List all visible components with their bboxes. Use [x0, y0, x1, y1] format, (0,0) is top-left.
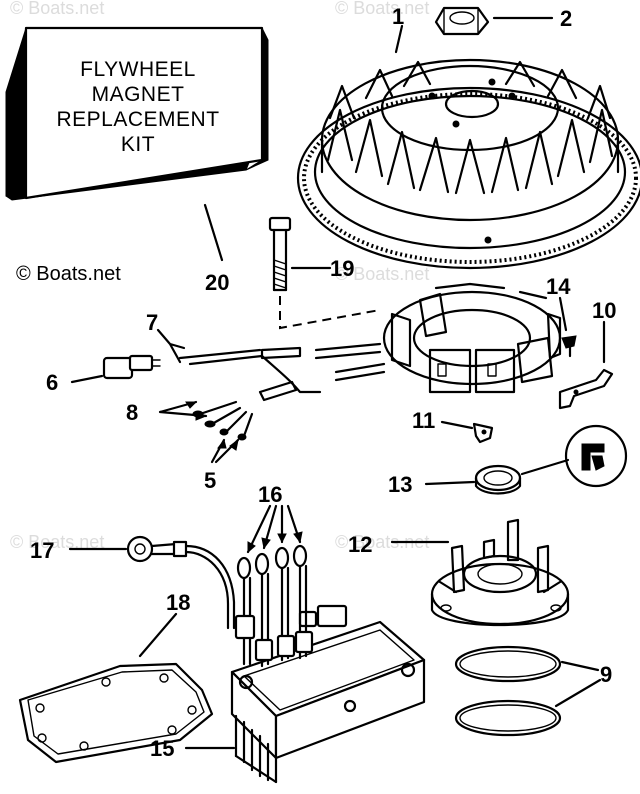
- callout-10: 10: [592, 298, 616, 323]
- callout-6: 6: [46, 370, 58, 395]
- leader-13: [424, 480, 476, 486]
- callout-7: 7: [146, 310, 158, 335]
- callout-20: 20: [205, 270, 229, 295]
- leader-1: [394, 24, 404, 54]
- arrow-16b: [261, 537, 271, 550]
- callout-12: 12: [348, 532, 372, 557]
- stator: [382, 282, 562, 394]
- leader-7: [156, 328, 186, 364]
- wire-harness: [178, 342, 386, 441]
- leader-20: [203, 203, 224, 262]
- callout-14: 14: [546, 274, 571, 299]
- arrow-8b: [195, 411, 208, 421]
- callout-11: 11: [412, 408, 435, 433]
- seal-detail-inset: [564, 424, 628, 488]
- callout-18: 18: [166, 590, 190, 615]
- gasket-18: [18, 662, 214, 764]
- watermark-faint-bottom-left: © Boats.net: [10, 532, 104, 552]
- watermark-faint-bottom-right: © Boats.net: [335, 532, 429, 552]
- leader-detail: [520, 458, 570, 476]
- callout-5: 5: [204, 468, 216, 493]
- leader-11: [440, 420, 474, 430]
- retainer-bracket-10: [558, 368, 614, 410]
- watermark-faint-top-left: © Boats.net: [10, 0, 104, 18]
- leader-9: [554, 660, 602, 708]
- leader-16: [246, 504, 302, 554]
- screw-14: [561, 335, 577, 358]
- clip-11: [472, 422, 494, 444]
- o-rings-9: [454, 645, 562, 737]
- arrow-16c: [277, 533, 287, 544]
- kit-box-line-2: MAGNET: [92, 83, 185, 106]
- callout-15: 15: [150, 736, 174, 761]
- stator-bolt: [268, 216, 292, 292]
- leader-14: [558, 296, 568, 332]
- callout-9: 9: [600, 662, 612, 687]
- callout-17: 17: [30, 538, 54, 563]
- callout-16: 16: [258, 482, 282, 507]
- seal-13: [474, 464, 522, 495]
- ground-terminal-17: [126, 535, 236, 630]
- timer-base-12: [430, 518, 570, 627]
- watermark-main: © Boats.net: [16, 263, 121, 285]
- watermark-faint-mid: © Boats.net: [335, 264, 429, 284]
- arrow-5a: [217, 438, 227, 449]
- power-pack-15: [230, 604, 426, 784]
- bolt-path-dashed: [279, 296, 381, 330]
- arrow-8a: [185, 401, 198, 409]
- callout-19: 19: [330, 256, 354, 281]
- callout-2: 2: [560, 6, 572, 31]
- callout-8: 8: [126, 400, 138, 425]
- arrow-16a: [247, 541, 256, 554]
- watermark-faint-top-right: © Boats.net: [335, 0, 429, 18]
- leader-18: [138, 612, 178, 658]
- connector-6: [102, 354, 161, 380]
- power-pack-leads: [234, 544, 314, 668]
- arrow-5b: [229, 438, 239, 451]
- kit-box-line-4: KIT: [121, 133, 155, 156]
- callout-13: 13: [388, 472, 412, 497]
- arrow-16d: [293, 531, 303, 544]
- callout-1: 1: [392, 4, 404, 29]
- kit-box-line-1: FLYWHEEL: [80, 58, 196, 81]
- flywheel: [296, 58, 640, 270]
- flywheel-magnet-kit-box: FLYWHEEL MAGNET REPLACEMENT KIT: [5, 26, 269, 201]
- leader-6: [70, 374, 104, 384]
- flywheel-nut: [434, 6, 490, 36]
- kit-box-line-3: REPLACEMENT: [56, 108, 219, 131]
